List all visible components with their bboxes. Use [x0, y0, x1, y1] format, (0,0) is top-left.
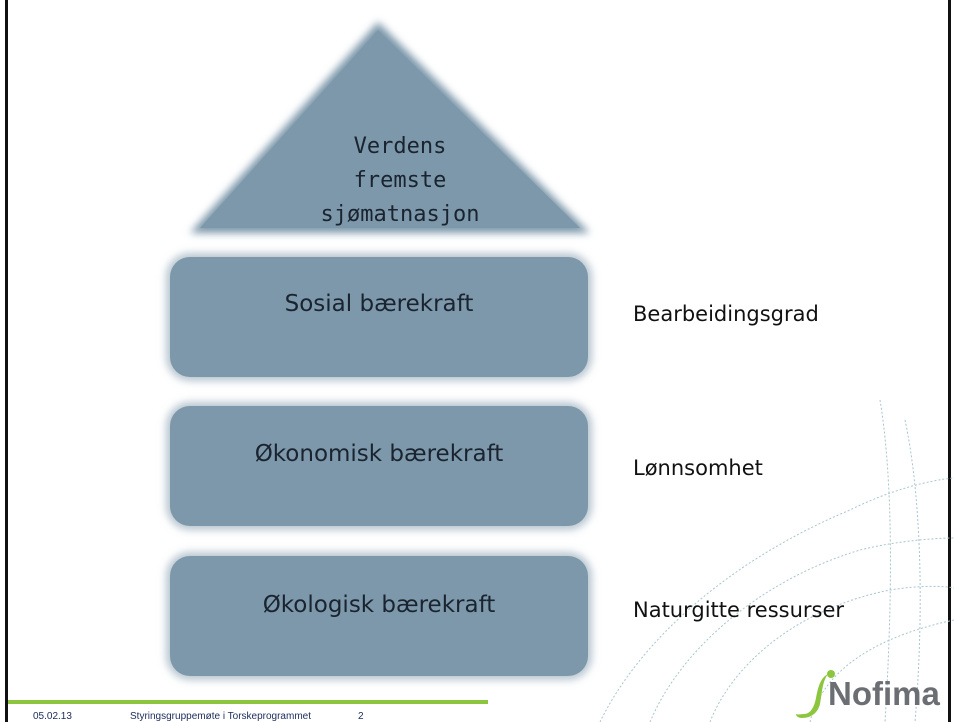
pillar-economic-label: Økonomisk bærekraft — [254, 441, 504, 467]
logo-text: Nofima — [828, 675, 940, 712]
pillar-ecological: Økologisk bærekraft — [170, 556, 588, 676]
side-label-lonnsomhet: Lønnsomhet — [633, 456, 763, 480]
slide-border-right — [948, 0, 951, 722]
footer-date: 05.02.13 — [33, 711, 72, 722]
footer-page-number: 2 — [358, 711, 364, 722]
footer-title: Styringsgruppemøte i Torskeprogrammet — [130, 711, 311, 722]
roof-line-1: Verdens — [353, 134, 447, 159]
pillar-social-label: Sosial bærekraft — [284, 291, 474, 317]
nofima-logo-mark-icon — [796, 670, 835, 718]
roof-line-2: fremste — [353, 168, 447, 193]
roof-triangle — [190, 22, 590, 233]
footer-bar — [8, 700, 488, 704]
side-label-naturgitte-ressurser: Naturgitte ressurser — [633, 598, 845, 622]
side-label-bearbeidingsgrad: Bearbeidingsgrad — [633, 302, 819, 326]
decorative-lines — [599, 400, 954, 722]
slide-border-left — [5, 0, 8, 722]
pillar-economic: Økonomisk bærekraft — [170, 406, 588, 526]
pillar-social: Sosial bærekraft — [170, 257, 588, 377]
roof-line-3: sjømatnasjon — [320, 202, 480, 227]
pillar-ecological-label: Økologisk bærekraft — [262, 592, 496, 618]
roof-label: Verdens fremste sjømatnasjon — [270, 130, 530, 232]
